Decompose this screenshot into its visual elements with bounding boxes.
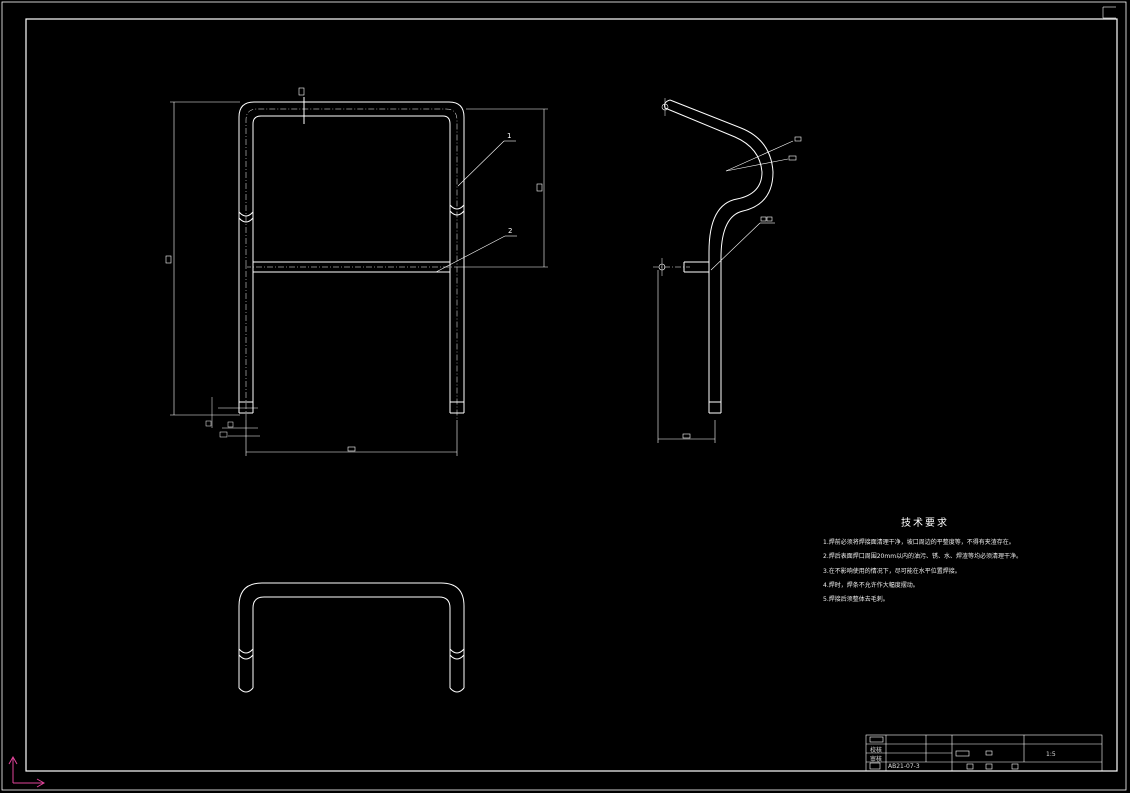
- callout-leader-2: [435, 235, 506, 273]
- top-view: [238, 582, 465, 693]
- title-block-approve: 审核: [870, 756, 883, 763]
- dim-text-box: [347, 446, 356, 452]
- technical-requirements-title: 技术要求: [901, 518, 949, 529]
- ucs-icon: [8, 755, 46, 788]
- title-block-scale: 1:5: [1046, 751, 1056, 758]
- title-block: [865, 734, 1103, 772]
- dim-text-box: [766, 216, 773, 222]
- tube-end: [238, 687, 254, 693]
- dim-text-box: [205, 420, 212, 427]
- dim-text-box: [219, 431, 228, 438]
- bend-mark: [238, 648, 254, 660]
- tube-end: [449, 687, 465, 693]
- bend-mark: [449, 204, 465, 216]
- inner-frame: [25, 18, 1118, 772]
- requirement-note: 1.焊前必须将焊接面清理干净，坡口周边的平整度等，不得有夹渣存在。: [823, 539, 1015, 546]
- side-tube-outline: [669, 99, 774, 413]
- tube-inner-outline: [252, 596, 451, 688]
- dim-text-box: [682, 433, 691, 439]
- tube-centerline: [245, 108, 458, 420]
- dim-text-box: [788, 155, 797, 161]
- leader: [725, 158, 789, 172]
- requirement-note: 4.焊时，焊条不允许作大幅度摆动。: [823, 581, 919, 589]
- leader: [710, 222, 761, 271]
- requirement-note: 3.在不影响使用的情况下，尽可能在水平位置焊接。: [823, 567, 961, 575]
- leader: [725, 140, 794, 172]
- title-block-drawing-no: AB21-07-3: [888, 763, 920, 770]
- tube-outer-outline: [238, 101, 465, 413]
- title-block-check: 校核: [870, 747, 883, 754]
- side-tube-outline: [664, 107, 763, 413]
- bend-mark: [238, 211, 254, 223]
- requirement-note: 5.焊接后须整体去毛刺。: [823, 596, 889, 604]
- front-view: [165, 87, 548, 456]
- dim-text-box: [536, 183, 543, 192]
- dim-text-box: [794, 136, 802, 142]
- callout-number-2: 2: [508, 227, 513, 235]
- dim-text-box: [165, 255, 172, 264]
- dim-text-box: [298, 87, 305, 96]
- side-view: [653, 98, 802, 443]
- dim-text-box: [760, 216, 767, 222]
- dim-text-box: [227, 421, 234, 428]
- callout-leader-1: [457, 140, 505, 187]
- requirement-note: 2.焊后表面焊口周围20mm以内的油污、锈、水、焊渣等均必须清理干净。: [823, 553, 1023, 561]
- callout-number-1: 1: [507, 132, 512, 140]
- tube-outer-outline: [238, 582, 465, 688]
- bend-mark: [449, 648, 465, 660]
- technical-requirements-list: 1.焊前必须将焊接面清理干净，坡口周边的平整度等，不得有夹渣存在。 2.焊后表面…: [823, 536, 1022, 607]
- tube-inner-outline: [252, 115, 451, 413]
